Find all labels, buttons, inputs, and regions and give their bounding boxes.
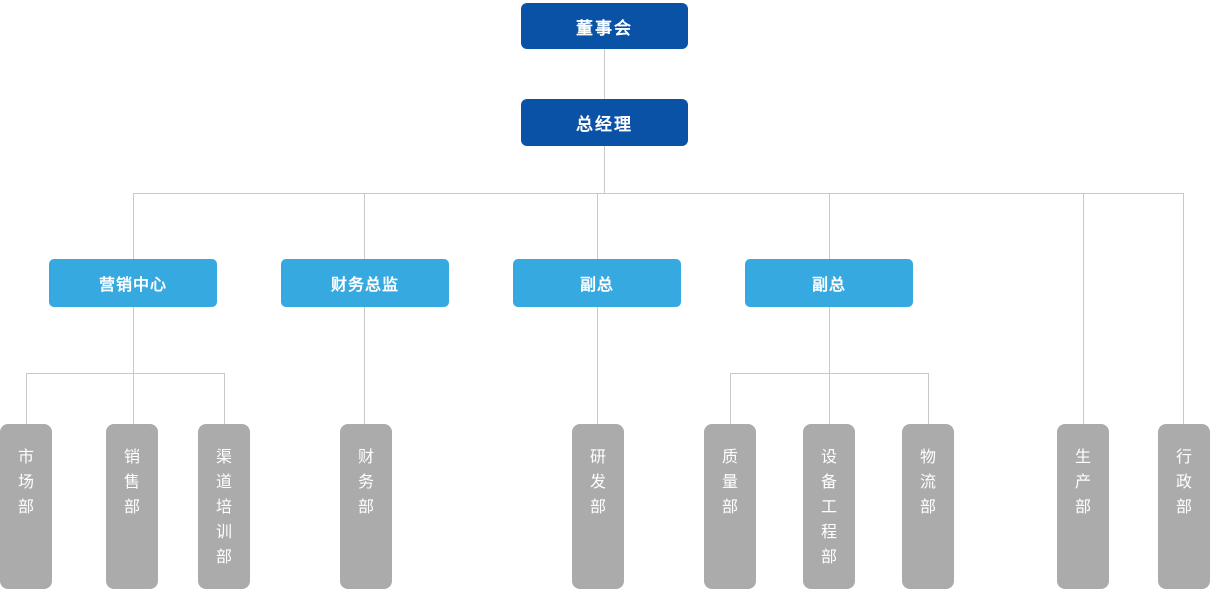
- dept-quality: 质量部: [704, 424, 756, 589]
- dept-administration: 行政部: [1158, 424, 1210, 589]
- connector-drop-rnd: [597, 307, 598, 424]
- dept-market: 市场部: [0, 424, 52, 589]
- dept-sales: 销售部: [106, 424, 158, 589]
- connector-vp2-trunk: [829, 307, 830, 373]
- dept-finance-label: 财务部: [357, 449, 374, 516]
- dept-quality-label: 质量部: [721, 449, 738, 516]
- connector-drop-production: [1083, 193, 1084, 424]
- dept-equipment-engineering-label: 设备工程部: [820, 449, 837, 566]
- connector-drop-quality: [730, 373, 731, 424]
- dept-logistics-label: 物流部: [919, 449, 936, 516]
- dept-sales-label: 销售部: [123, 449, 140, 516]
- dept-equipment-engineering: 设备工程部: [803, 424, 855, 589]
- connector-drop-logistics: [928, 373, 929, 424]
- node-general-manager-label: 总经理: [576, 115, 633, 134]
- node-finance-director-label: 财务总监: [330, 277, 399, 294]
- connector-drop-market: [26, 373, 27, 424]
- node-board-label: 董事会: [576, 18, 633, 38]
- dept-rnd: 研发部: [572, 424, 624, 589]
- node-vice-president-1: 副总: [513, 259, 681, 307]
- connector-drop-sales: [133, 373, 134, 424]
- connector-drop-equipment-eng: [829, 373, 830, 424]
- dept-market-label: 市场部: [17, 449, 34, 516]
- node-vice-president-2-label: 副总: [811, 277, 846, 294]
- node-board: 董事会: [521, 3, 688, 49]
- dept-channel-training: 渠道培训部: [198, 424, 250, 589]
- node-marketing-center-label: 营销中心: [98, 277, 167, 294]
- connector-main-rail: [133, 193, 1183, 194]
- connector-marketing-trunk: [133, 307, 134, 373]
- connector-drop-administration: [1183, 193, 1184, 424]
- connector-drop-marketing-center: [133, 193, 134, 259]
- node-vice-president-2: 副总: [745, 259, 913, 307]
- dept-production-label: 生产部: [1074, 449, 1091, 516]
- node-vice-president-1-label: 副总: [579, 277, 614, 294]
- connector-drop-vice-president-2: [829, 193, 830, 259]
- dept-channel-training-label: 渠道培训部: [215, 449, 232, 566]
- connector-board-to-gm: [604, 49, 605, 99]
- connector-drop-finance-director: [364, 193, 365, 259]
- dept-finance: 财务部: [340, 424, 392, 589]
- dept-rnd-label: 研发部: [589, 449, 606, 516]
- connector-drop-vice-president-1: [597, 193, 598, 259]
- connector-gm-trunk: [604, 146, 605, 193]
- dept-administration-label: 行政部: [1175, 449, 1192, 516]
- connector-drop-finance: [364, 307, 365, 424]
- node-general-manager: 总经理: [521, 99, 688, 146]
- node-marketing-center: 营销中心: [49, 259, 217, 307]
- node-finance-director: 财务总监: [281, 259, 449, 307]
- connector-marketing-rail: [26, 373, 224, 374]
- connector-drop-channel-training: [224, 373, 225, 424]
- dept-production: 生产部: [1057, 424, 1109, 589]
- dept-logistics: 物流部: [902, 424, 954, 589]
